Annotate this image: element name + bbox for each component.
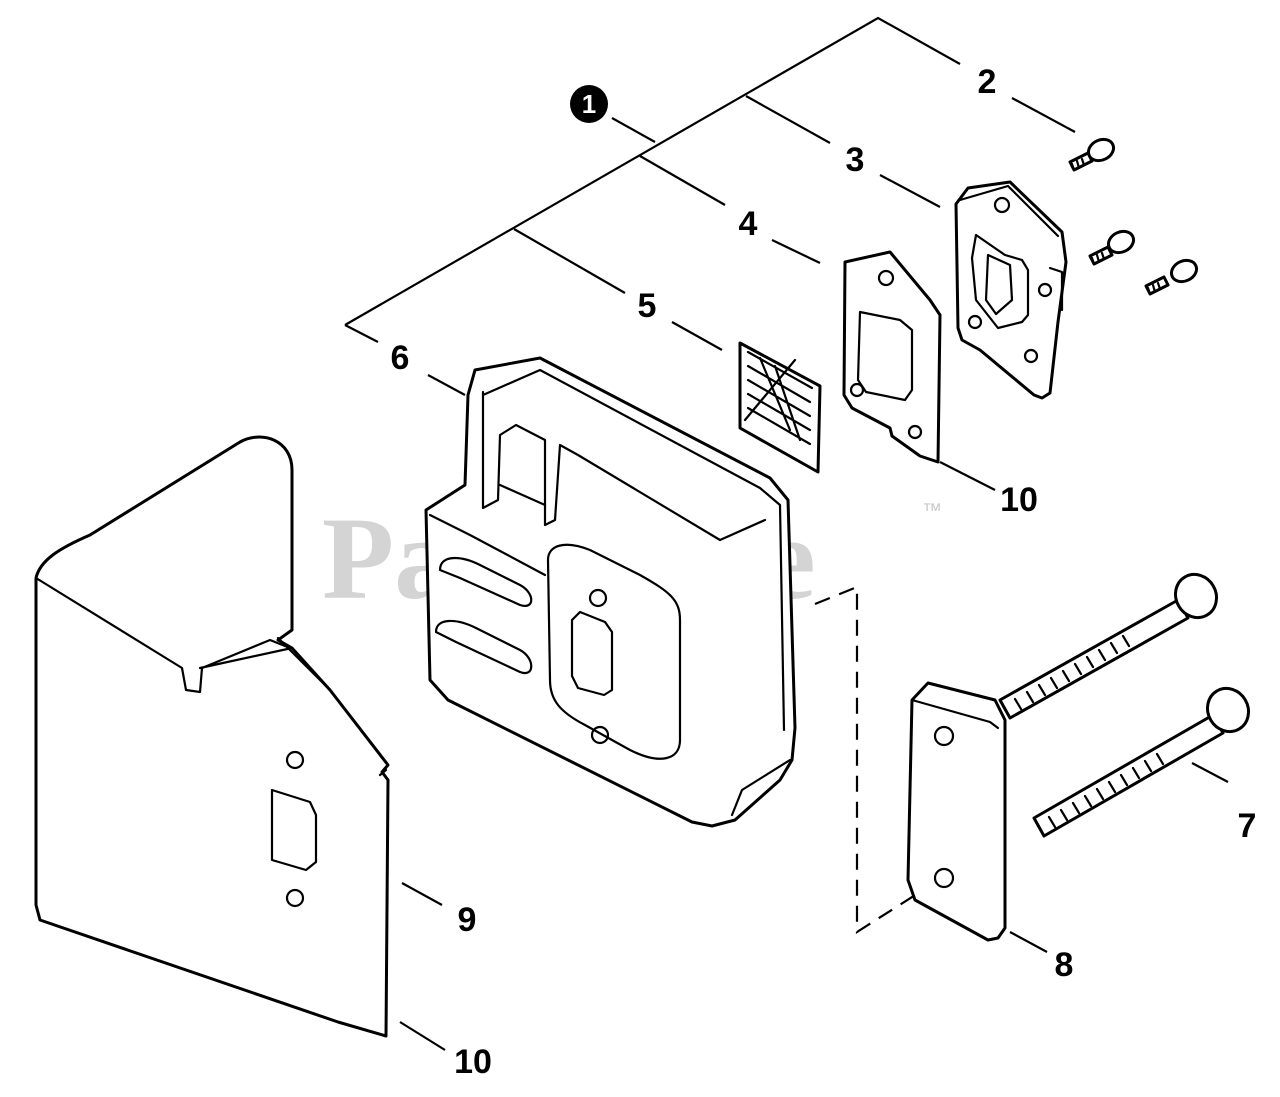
bracket-line-4 xyxy=(639,155,726,206)
watermark-trademark: ™ xyxy=(922,500,942,522)
long-bolts xyxy=(998,572,1251,838)
callout-plate-top: 3 xyxy=(846,141,865,179)
leader-8 xyxy=(1009,931,1048,953)
callout-gasket-right: 10 xyxy=(1000,481,1038,519)
assembly-bracket xyxy=(344,16,961,343)
short-bolts xyxy=(1068,137,1199,296)
leader-3 xyxy=(879,174,941,208)
callout-gasket-top: 4 xyxy=(739,205,758,243)
bracket-left-tick xyxy=(344,324,379,343)
leader-lines xyxy=(399,97,1229,1051)
long-bolt xyxy=(1032,686,1251,838)
long-bolt xyxy=(998,572,1219,720)
leader-10-bottom xyxy=(399,1021,446,1051)
top-plate xyxy=(954,180,1068,400)
alignment-dashed-line xyxy=(814,585,921,935)
short-bolt xyxy=(1144,258,1199,296)
callout-bolt-long: 7 xyxy=(1238,807,1257,845)
bracket-line-1 xyxy=(611,117,656,143)
callout-muffler: 6 xyxy=(391,339,410,377)
callout-gasket-bottom: 10 xyxy=(454,1043,492,1081)
callout-heat-shield: 9 xyxy=(458,901,477,939)
short-bolt xyxy=(1088,229,1136,266)
leader-5 xyxy=(671,321,723,351)
bracket-main-line xyxy=(344,16,961,326)
leader-10-right xyxy=(939,461,996,491)
assembly-badge-circle xyxy=(570,85,608,123)
spacer-plate xyxy=(906,681,1007,942)
screen xyxy=(738,341,822,474)
leader-9 xyxy=(401,882,443,906)
callout-labels: 2 3 4 5 6 10 7 8 9 10 xyxy=(391,63,1257,1081)
gasket-top xyxy=(842,250,942,464)
callout-bolt-short: 2 xyxy=(978,63,997,101)
leader-2 xyxy=(1011,97,1076,133)
callout-spacer-plate: 8 xyxy=(1055,946,1074,984)
assembly-badge: 1 xyxy=(570,85,608,123)
short-bolt xyxy=(1068,137,1116,172)
callout-assembly: 1 xyxy=(582,89,596,119)
bracket-line-3 xyxy=(745,95,831,144)
leader-7 xyxy=(1191,762,1229,783)
callout-screen: 5 xyxy=(638,287,657,325)
leader-4 xyxy=(771,239,821,264)
leader-6 xyxy=(427,374,466,396)
heat-shield xyxy=(34,435,390,1038)
bracket-line-5 xyxy=(513,228,626,294)
muffler xyxy=(424,356,797,828)
